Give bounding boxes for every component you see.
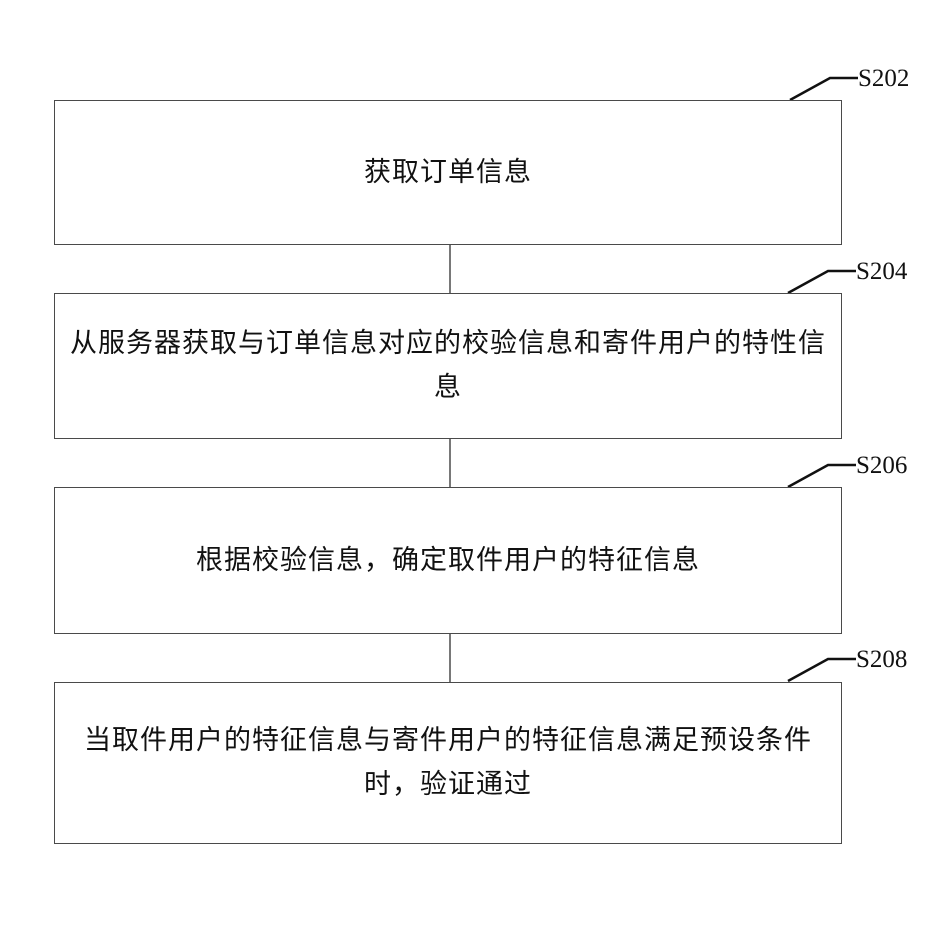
step-text-s204: 从服务器获取与订单信息对应的校验信息和寄件用户的特性信息 [68, 322, 828, 410]
step-box-s202: 获取订单信息 [54, 100, 842, 245]
step-text-s208: 当取件用户的特征信息与寄件用户的特征信息满足预设条件时，验证通过 [68, 719, 828, 807]
step-label-s208: S208 [856, 646, 907, 674]
step-label-s206: S206 [856, 452, 907, 480]
step-box-s208: 当取件用户的特征信息与寄件用户的特征信息满足预设条件时，验证通过 [54, 682, 842, 844]
label-leader-s208 [788, 659, 856, 681]
step-text-s202: 获取订单信息 [148, 151, 748, 195]
label-leader-s206 [788, 465, 856, 487]
label-leader-s204 [788, 271, 856, 293]
step-box-s204: 从服务器获取与订单信息对应的校验信息和寄件用户的特性信息 [54, 293, 842, 439]
step-label-s204: S204 [856, 258, 907, 286]
step-box-s206: 根据校验信息，确定取件用户的特征信息 [54, 487, 842, 634]
step-label-s202: S202 [858, 65, 909, 93]
step-text-s206: 根据校验信息，确定取件用户的特征信息 [98, 539, 798, 583]
label-leader-s202 [790, 78, 858, 100]
